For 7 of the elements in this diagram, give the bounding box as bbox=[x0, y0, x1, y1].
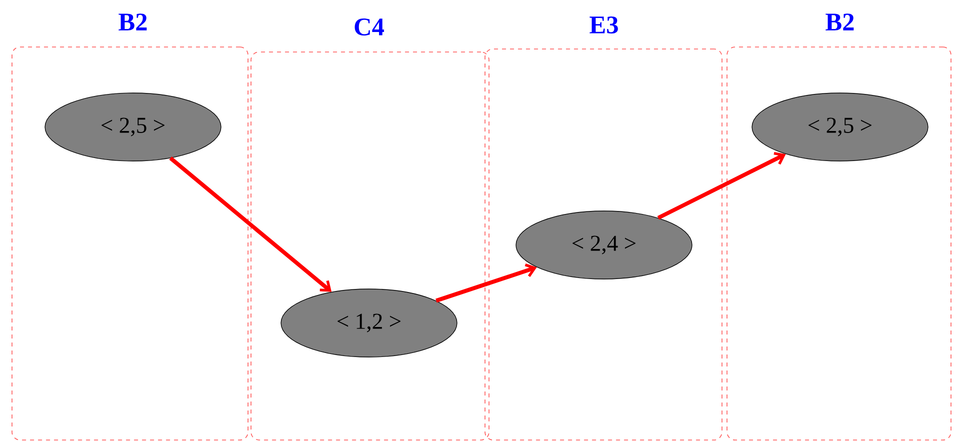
node-label: B2 bbox=[826, 14, 854, 30]
node-label: B2 bbox=[118, 14, 147, 30]
node-label: E3 bbox=[590, 16, 618, 34]
arrow bbox=[657, 152, 786, 220]
arrow bbox=[169, 156, 332, 292]
arrow bbox=[436, 264, 537, 303]
node-label: C4 bbox=[354, 18, 384, 36]
